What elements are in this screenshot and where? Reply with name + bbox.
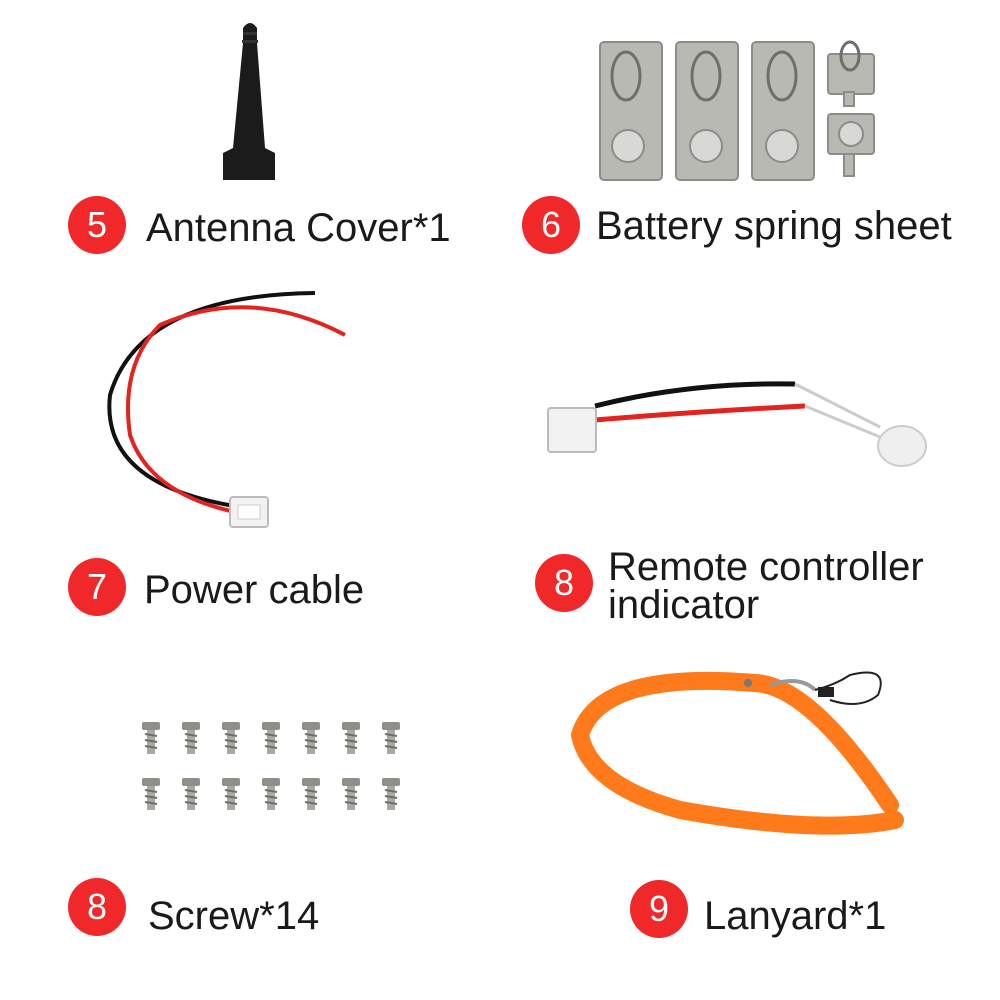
item-number-badge: 7 [68,558,126,616]
item-label: Lanyard*1 [704,894,887,938]
lanyard-icon [570,671,904,835]
item-label: Remote controller indicator [608,545,924,627]
item-number-badge: 8 [68,878,126,936]
item-label: Battery spring sheet [596,204,952,248]
item-number-badge: 6 [522,196,580,254]
antenna-cover-icon [223,23,275,180]
item-number-badge: 9 [630,880,688,938]
item-number-badge: 5 [68,196,126,254]
item-number-badge: 8 [535,554,593,612]
power-cable-icon [107,291,346,528]
led-indicator-icon [547,381,927,467]
item-label: Screw*14 [148,894,320,938]
screw-icon [141,721,401,811]
item-label: Antenna Cover*1 [146,206,451,250]
battery-spring-icon [599,40,875,181]
item-label: Power cable [144,568,365,612]
